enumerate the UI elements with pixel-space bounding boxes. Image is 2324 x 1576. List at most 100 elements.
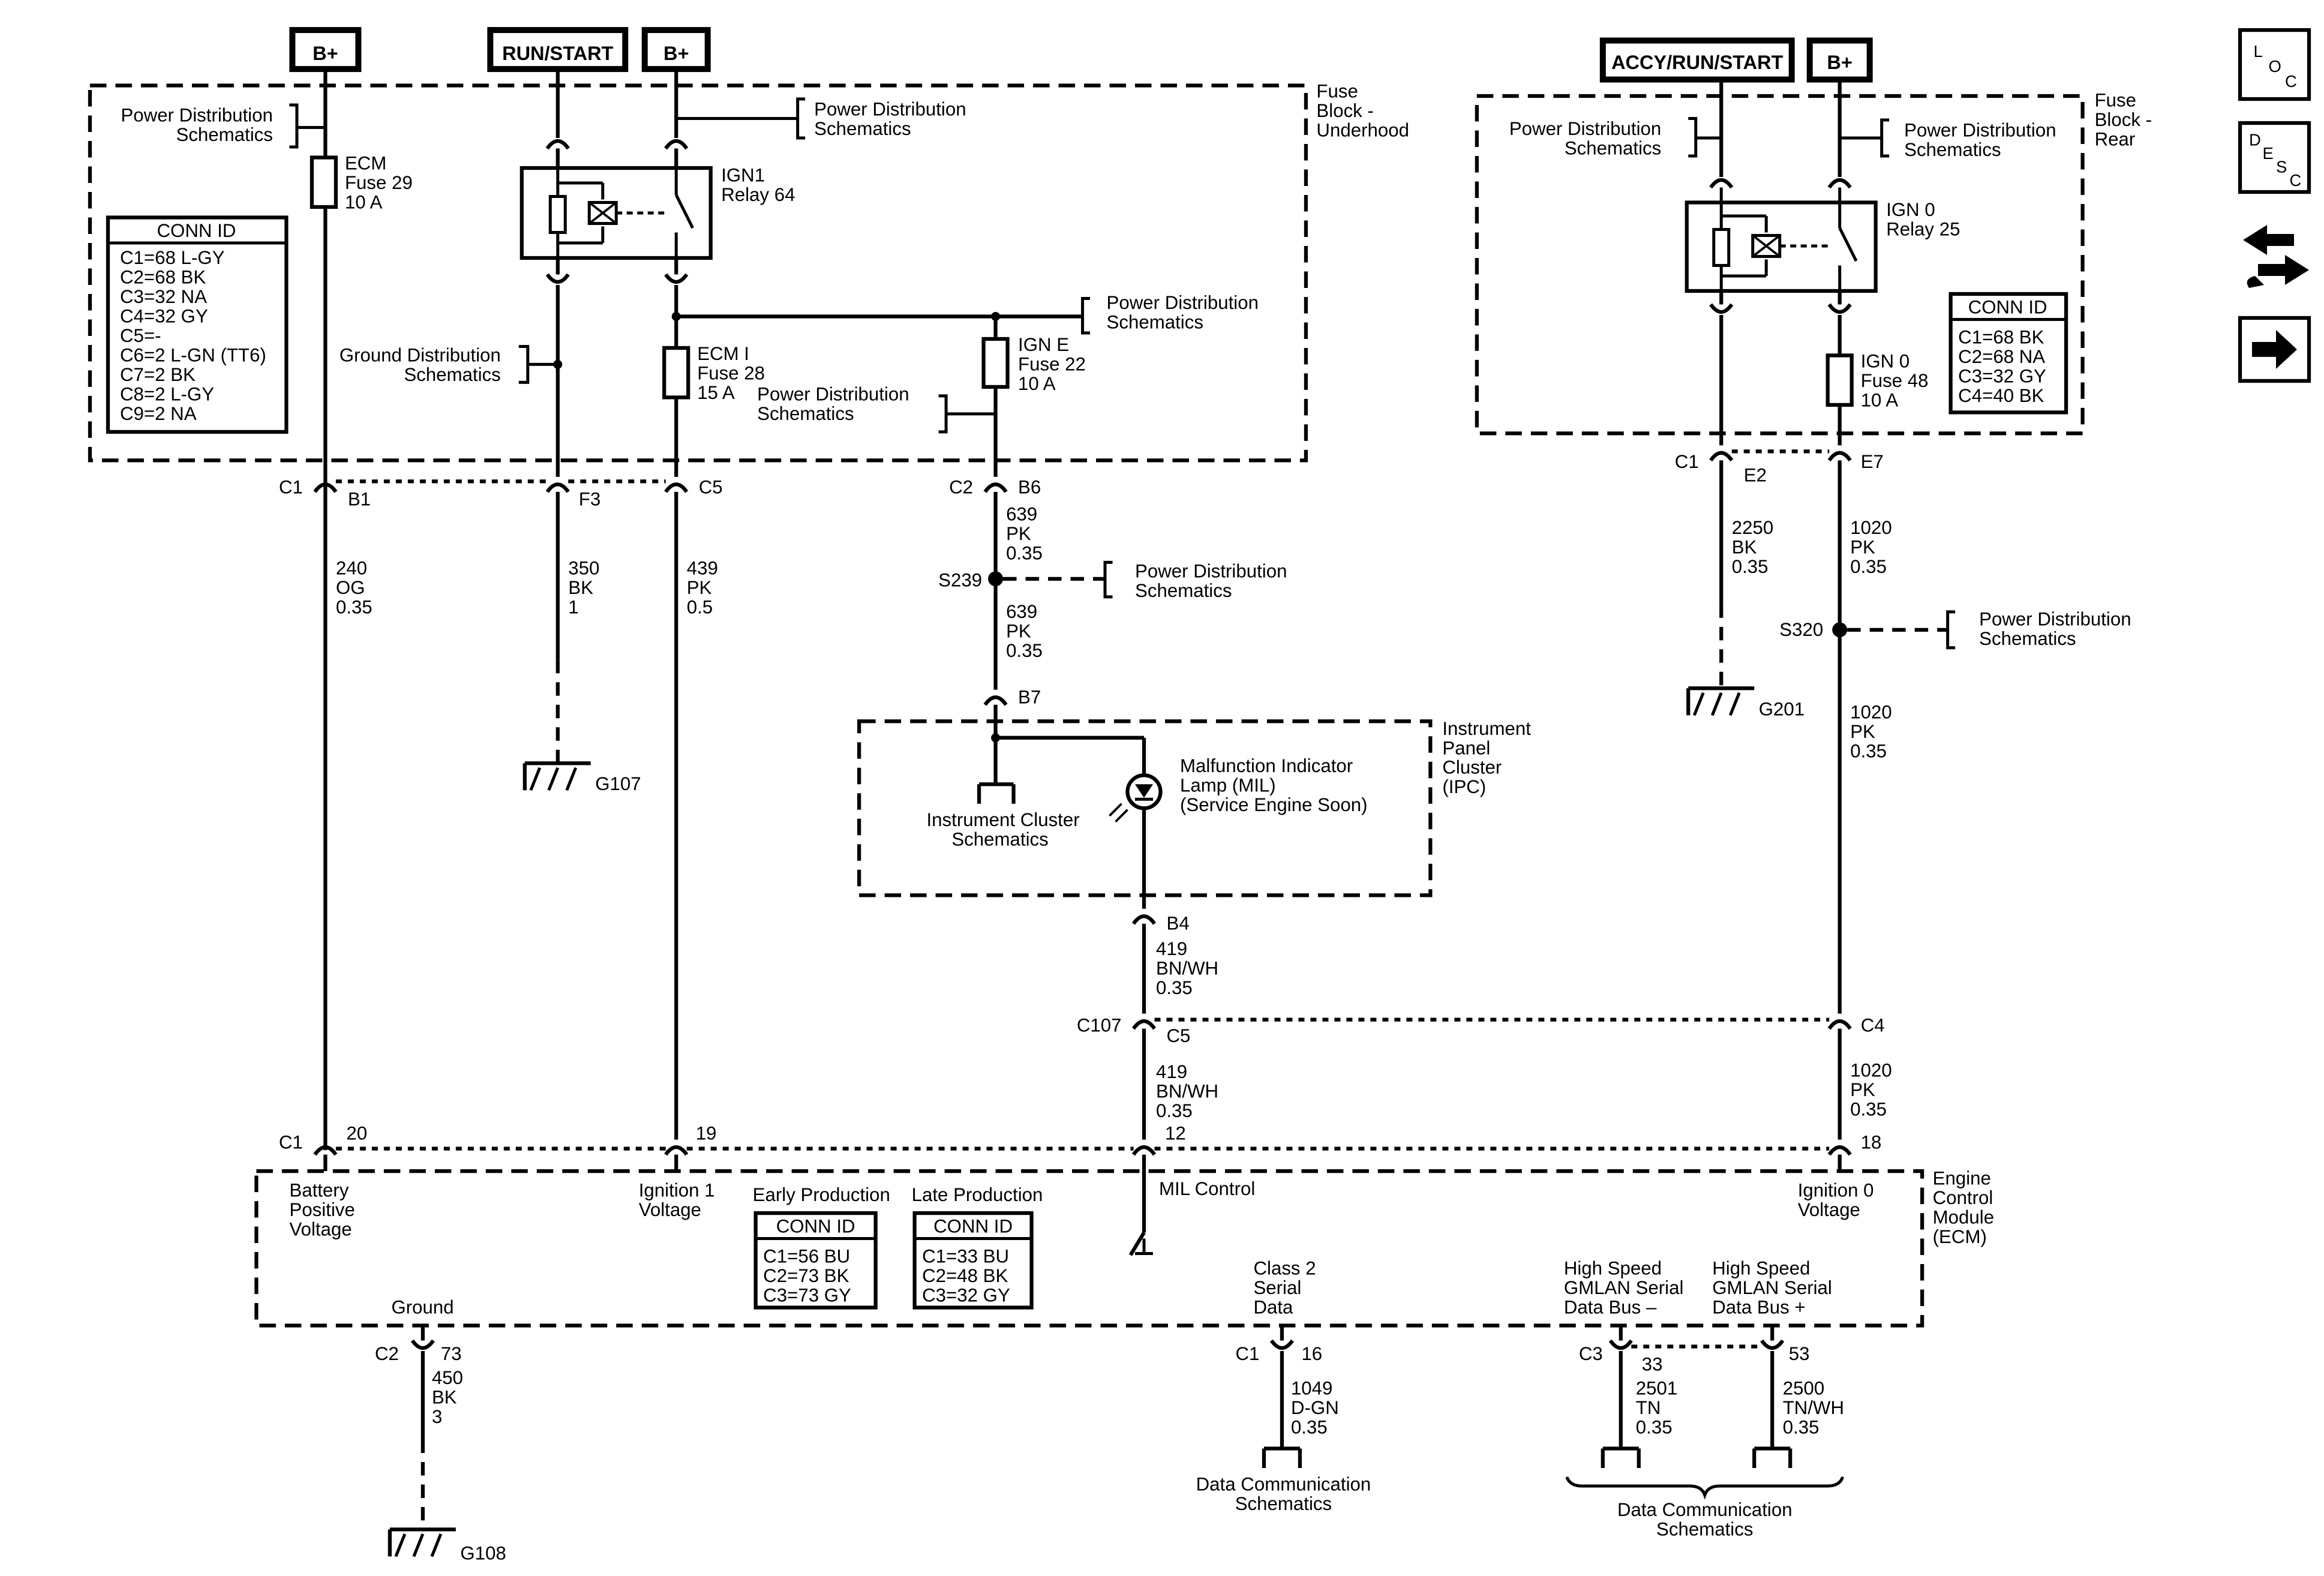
svg-text:Rear: Rear xyxy=(2095,129,2136,150)
svg-text:33: 33 xyxy=(1642,1353,1663,1374)
splice-s320 xyxy=(1832,622,1848,638)
svg-text:2500: 2500 xyxy=(1783,1377,1824,1398)
ecm-ground-label: Ground xyxy=(391,1297,454,1318)
desc-icon[interactable]: D E S C xyxy=(2238,121,2311,194)
svg-text:0.35: 0.35 xyxy=(1156,1100,1193,1121)
svg-text:L: L xyxy=(2254,42,2263,61)
svg-text:B+: B+ xyxy=(663,43,689,64)
svg-text:0.35: 0.35 xyxy=(1850,1099,1887,1120)
data-comm-label-1: Data Communication Schematics xyxy=(1196,1473,1371,1514)
cluster-schematic-ref-icon xyxy=(977,782,1016,804)
svg-text:C2=68 NA: C2=68 NA xyxy=(1958,346,2045,367)
svg-text:2250: 2250 xyxy=(1732,517,1773,538)
svg-text:Battery: Battery xyxy=(289,1180,349,1201)
svg-text:419: 419 xyxy=(1156,938,1187,959)
svg-text:PK: PK xyxy=(1850,536,1875,557)
svg-text:S: S xyxy=(2276,158,2287,176)
svg-text:Schematics: Schematics xyxy=(951,829,1048,850)
svg-text:16: 16 xyxy=(1301,1343,1322,1364)
wire-1020b-label: 1020 PK 0.35 xyxy=(1850,701,1891,761)
svg-text:Power Distribution: Power Distribution xyxy=(1107,292,1259,313)
ground-g108-icon: G108 xyxy=(388,1527,506,1563)
bplus-right-label: B+ xyxy=(1806,37,1873,83)
svg-text:0.35: 0.35 xyxy=(1850,556,1887,577)
svg-text:0.35: 0.35 xyxy=(1006,640,1043,661)
conn-id-table-rear: CONN ID C1=68 BK C2=68 NA C3=32 GY C4=40… xyxy=(1948,292,2068,415)
ecm-fuse-label: ECM Fuse 29 10 A xyxy=(345,153,413,213)
svg-text:C3=73 GY: C3=73 GY xyxy=(763,1285,851,1306)
svg-text:B7: B7 xyxy=(1018,686,1041,707)
svg-text:C9=2 NA: C9=2 NA xyxy=(120,403,197,424)
svg-text:Class 2: Class 2 xyxy=(1253,1258,1316,1279)
svg-text:240: 240 xyxy=(336,557,367,578)
diagnostic-tools-icon[interactable] xyxy=(2243,224,2310,288)
svg-text:GMLAN Serial: GMLAN Serial xyxy=(1712,1277,1832,1298)
ecm-fuse-29 xyxy=(310,155,338,209)
svg-text:Data: Data xyxy=(1253,1297,1293,1318)
svg-text:BK: BK xyxy=(432,1386,457,1407)
data-comm-ref-icon-2 xyxy=(1565,1446,1845,1500)
svg-text:Power Distribution: Power Distribution xyxy=(121,105,272,126)
svg-text:C5: C5 xyxy=(1166,1025,1190,1046)
data-comm-ref-icon-1 xyxy=(1262,1446,1302,1468)
svg-text:B4: B4 xyxy=(1166,913,1189,934)
svg-text:Voltage: Voltage xyxy=(289,1219,352,1240)
ecm-hs-minus-label: High Speed GMLAN Serial Data Bus – xyxy=(1564,1258,1684,1318)
ecm-ign0-label: Ignition 0 Voltage xyxy=(1798,1180,1874,1220)
svg-text:Engine: Engine xyxy=(1933,1168,1991,1189)
svg-text:C7=2 BK: C7=2 BK xyxy=(120,364,196,385)
svg-text:0.35: 0.35 xyxy=(336,596,373,617)
svg-text:RUN/START: RUN/START xyxy=(502,43,613,64)
svg-text:10 A: 10 A xyxy=(345,191,383,212)
svg-text:IGN E: IGN E xyxy=(1018,334,1069,355)
svg-text:639: 639 xyxy=(1006,601,1037,622)
svg-text:Schematics: Schematics xyxy=(1235,1493,1332,1514)
svg-text:73: 73 xyxy=(441,1343,462,1364)
next-arrow-icon[interactable] xyxy=(2238,316,2311,383)
svg-text:B6: B6 xyxy=(1018,476,1041,497)
svg-text:D-GN: D-GN xyxy=(1291,1397,1339,1418)
svg-text:Ignition 0: Ignition 0 xyxy=(1798,1180,1874,1201)
loc-icon[interactable]: L O C xyxy=(2238,28,2311,101)
svg-text:639: 639 xyxy=(1006,503,1037,524)
svg-text:PK: PK xyxy=(1850,1079,1875,1100)
svg-text:0.35: 0.35 xyxy=(1156,977,1193,998)
wire-419b-label: 419 BN/WH 0.35 xyxy=(1156,1061,1218,1121)
svg-text:C3=32 GY: C3=32 GY xyxy=(922,1285,1010,1306)
svg-text:IGN1: IGN1 xyxy=(721,165,765,186)
fuse-block-underhood-title: Fuse Block - Underhood xyxy=(1316,81,1409,141)
svg-text:B1: B1 xyxy=(348,488,371,509)
svg-text:Fuse: Fuse xyxy=(1316,81,1358,102)
svg-text:Ignition 1: Ignition 1 xyxy=(639,1180,715,1201)
svg-text:PK: PK xyxy=(1850,721,1875,742)
svg-text:350: 350 xyxy=(568,557,599,578)
svg-text:D: D xyxy=(2249,131,2261,149)
svg-text:C3=32 NA: C3=32 NA xyxy=(120,286,207,307)
svg-text:53: 53 xyxy=(1789,1343,1810,1364)
power-dist-label-4: Power Distribution Schematics xyxy=(757,383,909,424)
ecm-title: Engine Control Module (ECM) xyxy=(1933,1168,1994,1247)
svg-text:C5=-: C5=- xyxy=(120,325,161,346)
svg-text:Voltage: Voltage xyxy=(1798,1199,1860,1220)
svg-text:Positive: Positive xyxy=(289,1199,355,1220)
ecm-hs-plus-label: High Speed GMLAN Serial Data Bus + xyxy=(1712,1258,1832,1318)
svg-text:High Speed: High Speed xyxy=(1712,1258,1810,1279)
wire-2250-label: 2250 BK 0.35 xyxy=(1732,517,1773,577)
svg-text:C3=32 GY: C3=32 GY xyxy=(1958,365,2046,386)
svg-text:IGN 0: IGN 0 xyxy=(1861,350,1910,371)
ign0-fuse-label: IGN 0 Fuse 48 10 A xyxy=(1861,350,1929,410)
data-comm-label-2: Data Communication Schematics xyxy=(1617,1499,1792,1539)
svg-text:E7: E7 xyxy=(1861,451,1884,472)
svg-text:0.35: 0.35 xyxy=(1006,542,1043,563)
wire-1049-label: 1049 D-GN 0.35 xyxy=(1291,1377,1339,1437)
svg-text:Lamp (MIL): Lamp (MIL) xyxy=(1180,775,1276,796)
svg-text:1049: 1049 xyxy=(1291,1377,1332,1398)
svg-text:CONN ID: CONN ID xyxy=(157,220,236,241)
power-dist-label-3: Power Distribution Schematics xyxy=(1107,292,1259,332)
svg-text:GMLAN Serial: GMLAN Serial xyxy=(1564,1277,1684,1298)
svg-text:C2=48 BK: C2=48 BK xyxy=(922,1265,1008,1286)
svg-text:C1=68 L-GY: C1=68 L-GY xyxy=(120,247,225,268)
ign0-relay-25 xyxy=(1685,187,1878,293)
svg-text:Power Distribution: Power Distribution xyxy=(1904,120,2056,141)
